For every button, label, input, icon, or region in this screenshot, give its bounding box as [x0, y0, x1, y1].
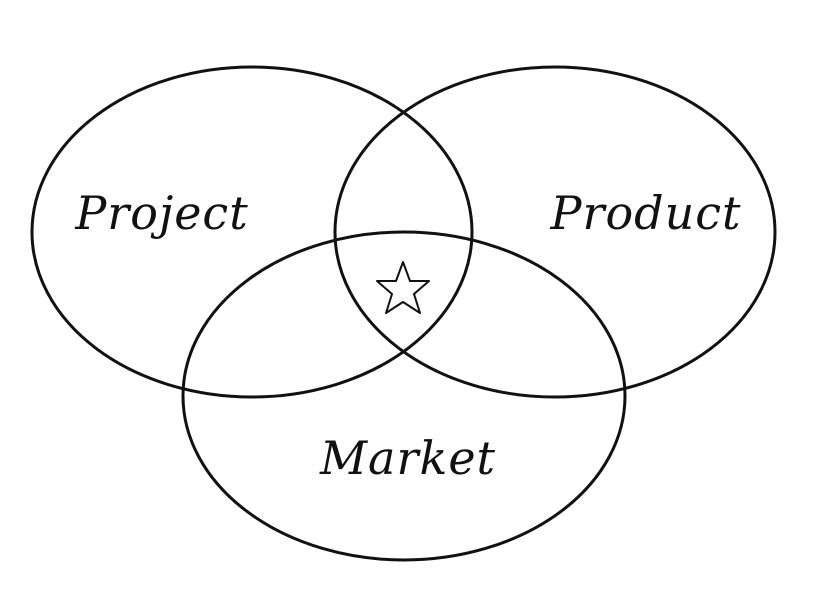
product-circle — [333, 65, 777, 399]
product-label: Product — [550, 186, 742, 240]
project-circle — [30, 65, 474, 399]
star-icon — [376, 261, 430, 314]
market-circle — [181, 230, 627, 562]
project-label: Project — [74, 186, 248, 240]
market-label: Market — [319, 431, 496, 485]
